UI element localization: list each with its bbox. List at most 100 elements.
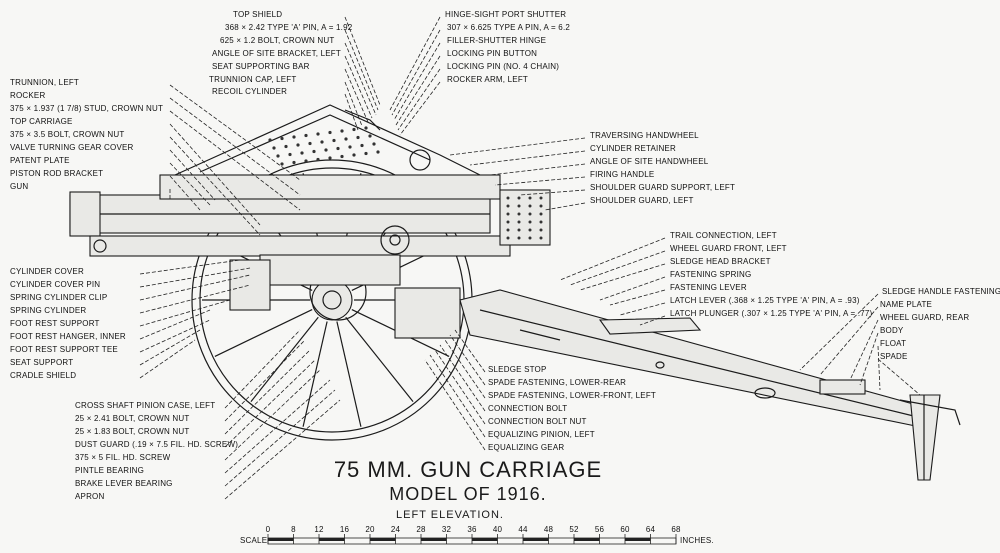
title-line-3: LEFT ELEVATION. xyxy=(396,509,504,521)
leader-line xyxy=(344,42,377,116)
label-apron: APRON xyxy=(75,492,104,501)
rivet xyxy=(368,134,372,138)
rivet xyxy=(352,153,356,157)
labels-far-right: SLEDGE HANDLE FASTENING NAME PLATE WHEEL… xyxy=(880,287,1000,361)
rivet xyxy=(328,156,332,160)
rivet xyxy=(517,212,521,216)
labels-top-center: TOP SHIELD 368 × 2.42 TYPE 'A' PIN, A = … xyxy=(209,10,353,96)
label-sledge-handle-fastening: SLEDGE HANDLE FASTENING xyxy=(882,287,1000,296)
label-name-plate: NAME PLATE xyxy=(880,300,932,309)
label-dust-guard: DUST GUARD (.19 × 7.5 FIL. HD. SCREW) xyxy=(75,440,238,449)
leader-line xyxy=(619,302,666,316)
rivet xyxy=(517,236,521,240)
leader-line xyxy=(224,339,306,422)
label-spring-cylinder: SPRING CYLINDER xyxy=(10,306,86,315)
rivet xyxy=(292,135,296,139)
leader-line xyxy=(544,202,586,211)
leader-line xyxy=(439,344,486,412)
wheel-spoke xyxy=(214,309,313,357)
leader-line xyxy=(877,358,921,396)
label-bolt-183: 25 × 1.83 BOLT, CROWN NUT xyxy=(75,427,189,436)
label-wheel-guard-front: WHEEL GUARD FRONT, LEFT xyxy=(670,244,787,253)
scale-tick-label: 60 xyxy=(620,525,630,534)
label-seat-support: SEAT SUPPORT xyxy=(10,358,73,367)
rivet xyxy=(304,159,308,163)
wheel-spoke xyxy=(302,321,328,427)
label-cylinder-cover-pin: CYLINDER COVER PIN xyxy=(10,280,100,289)
label-shoulder-guard: SHOULDER GUARD, LEFT xyxy=(590,196,694,205)
scale-tick-label: 36 xyxy=(467,525,477,534)
scale-segment xyxy=(319,538,345,541)
leader-line xyxy=(399,81,441,136)
rivet xyxy=(276,154,280,158)
leader-line xyxy=(224,379,331,474)
label-trail-connection: TRAIL CONNECTION, LEFT xyxy=(670,231,777,240)
leader-line xyxy=(599,276,666,301)
rivet xyxy=(539,228,543,232)
leader-line xyxy=(344,81,363,127)
leader-line xyxy=(393,42,441,121)
label-rocker: ROCKER xyxy=(10,91,45,100)
label-angle-site-handwheel: ANGLE OF SITE HANDWHEEL xyxy=(590,157,709,166)
leader-line xyxy=(859,332,879,386)
label-filler-shutter: FILLER-SHUTTER HINGE xyxy=(447,36,546,45)
leader-line xyxy=(494,176,586,186)
rivet xyxy=(506,196,510,200)
leader-line xyxy=(224,349,311,435)
label-connection-bolt-nut: CONNECTION BOLT NUT xyxy=(488,417,587,426)
label-spade: SPADE xyxy=(880,352,908,361)
rivet xyxy=(268,138,272,142)
leader-line xyxy=(569,250,666,286)
label-gun: GUN xyxy=(10,182,28,191)
rivet xyxy=(376,150,380,154)
leader-line xyxy=(224,389,336,487)
leader-line xyxy=(169,110,301,211)
leader-line xyxy=(469,150,586,166)
rivet xyxy=(528,236,532,240)
label-body: BODY xyxy=(880,326,904,335)
rivet xyxy=(332,138,336,143)
leader-line xyxy=(169,84,301,181)
rivet xyxy=(528,196,532,200)
leader-line xyxy=(559,237,666,281)
rivet xyxy=(344,137,348,141)
leader-line xyxy=(344,93,359,131)
label-cradle-shield: CRADLE SHIELD xyxy=(10,371,76,380)
leader-line xyxy=(224,359,316,448)
gun-barrel xyxy=(69,174,511,257)
leader-line xyxy=(877,345,881,391)
scale-tick-label: 68 xyxy=(671,525,681,534)
rivet xyxy=(539,220,543,224)
rivet xyxy=(372,142,376,146)
scale-segment xyxy=(421,538,447,541)
leader-line xyxy=(454,329,486,373)
wheel-spoke xyxy=(345,316,414,403)
scale-tick-label: 16 xyxy=(340,525,350,534)
leader-line xyxy=(397,68,441,131)
scale-tick-label: 24 xyxy=(391,525,401,534)
leader-line xyxy=(799,293,879,371)
scale-tick-label: 28 xyxy=(416,525,426,534)
leader-line xyxy=(169,136,261,236)
leader-line xyxy=(391,29,441,116)
rivet xyxy=(539,196,543,200)
sledge xyxy=(519,317,702,341)
leader-line xyxy=(139,299,231,327)
scale-tick-label: 48 xyxy=(544,525,554,534)
leader-line xyxy=(139,309,211,340)
label-equalizing-pinion: EQUALIZING PINION, LEFT xyxy=(488,430,595,439)
label-latch-plunger: LATCH PLUNGER (.307 × 1.25 TYPE 'A' PIN,… xyxy=(670,309,873,318)
label-piston-rod-bracket: PISTON ROD BRACKET xyxy=(10,169,103,178)
rivet xyxy=(528,228,532,232)
label-firing-handle: FIRING HANDLE xyxy=(590,170,654,179)
leader-line xyxy=(434,349,486,425)
label-wheel-guard-rear: WHEEL GUARD, REAR xyxy=(880,313,969,322)
labels-mid-right: TRAVERSING HANDWHEEL CYLINDER RETAINER A… xyxy=(590,131,735,205)
label-cross-shaft-pinion: CROSS SHAFT PINION CASE, LEFT xyxy=(75,401,215,410)
leader-line xyxy=(224,369,321,461)
rivet xyxy=(320,140,324,144)
wheel-spoke xyxy=(336,321,362,427)
leader-line xyxy=(344,68,369,123)
label-cylinder-cover: CYLINDER COVER xyxy=(10,267,84,276)
